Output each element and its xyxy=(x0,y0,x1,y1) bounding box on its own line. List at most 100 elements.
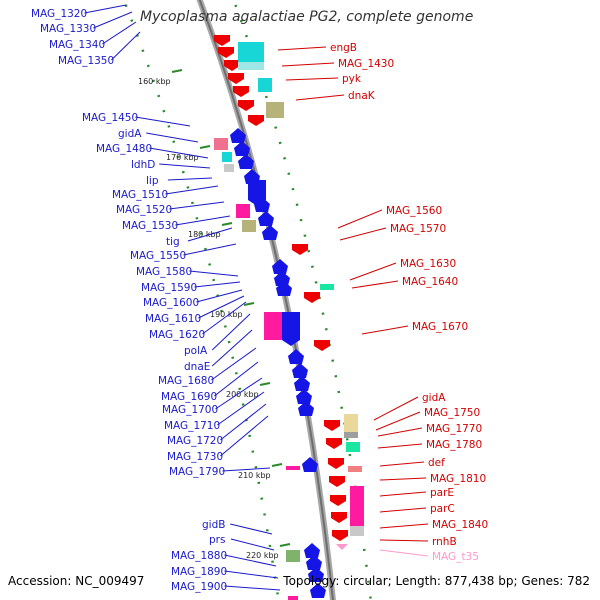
plus-strand-gene-arrow xyxy=(326,438,342,449)
left-gene-label: MAG_1530 xyxy=(122,220,178,232)
left-gene-label: MAG_1890 xyxy=(171,566,227,578)
right-leader-line xyxy=(351,280,399,289)
kbp-scale-label: 170 kbp xyxy=(166,153,199,162)
annotated-gene-block xyxy=(224,164,234,172)
left-leader-line xyxy=(149,147,209,159)
right-gene-label: gidA xyxy=(422,392,446,404)
left-gene-label: prs xyxy=(209,534,225,546)
left-gene-label: tig xyxy=(166,236,180,248)
annotated-gene-block xyxy=(320,284,334,290)
minus-strand-gene-arrow xyxy=(276,281,292,296)
plus-strand-gene-arrow xyxy=(292,244,308,255)
right-leader-line xyxy=(379,491,427,497)
minus-strand-large-gene xyxy=(248,180,266,206)
right-gene-label: def xyxy=(428,457,445,469)
right-leader-line xyxy=(377,443,423,449)
left-leader-line xyxy=(111,31,141,61)
left-gene-label: MAG_1480 xyxy=(96,143,152,155)
annotated-gene-block xyxy=(238,42,264,62)
left-gene-label: polA xyxy=(184,345,208,357)
left-gene-label: ldhD xyxy=(131,159,155,171)
kbp-scale-label: 180 kbp xyxy=(188,230,221,239)
left-leader-line xyxy=(211,347,257,381)
annotated-gene-block xyxy=(346,442,360,452)
left-leader-line xyxy=(217,391,265,426)
annotated-gene-block xyxy=(266,102,284,118)
plus-strand-gene-arrow xyxy=(332,530,348,541)
left-gene-label: MAG_1710 xyxy=(164,420,220,432)
right-gene-label: MAG_1750 xyxy=(424,407,480,419)
minus-strand-gene-arrow xyxy=(302,457,318,472)
left-leader-line xyxy=(167,177,213,181)
left-leader-line xyxy=(159,163,211,169)
left-leader-line xyxy=(93,11,133,29)
right-leader-line xyxy=(337,209,383,229)
left-gene-label: MAG_1690 xyxy=(161,391,217,403)
annotated-gene-block xyxy=(258,78,272,92)
right-gene-label: engB xyxy=(330,42,357,54)
right-leader-line xyxy=(295,94,345,101)
left-leader-line xyxy=(189,270,239,277)
accession-text: Accession: NC_009497 xyxy=(8,574,145,588)
right-leader-line xyxy=(281,62,335,67)
minus-strand-gene-arrow xyxy=(234,141,250,156)
right-gene-label: MAG_1840 xyxy=(432,519,488,531)
right-gene-label: MAG_t35 xyxy=(432,551,479,563)
plus-strand-gene-arrow xyxy=(228,73,244,84)
left-leader-line xyxy=(215,377,263,410)
left-leader-line xyxy=(84,4,127,14)
left-gene-label: MAG_1600 xyxy=(143,297,199,309)
kbp-tick-mark xyxy=(221,222,233,226)
left-leader-line xyxy=(202,301,247,335)
kbp-tick-mark xyxy=(271,463,283,467)
left-gene-label: gidA xyxy=(118,128,142,140)
left-leader-line xyxy=(222,467,271,472)
left-gene-label: MAG_1680 xyxy=(158,375,214,387)
left-gene-label: MAG_1880 xyxy=(171,550,227,562)
right-leader-line xyxy=(379,523,429,529)
minus-strand-gene-arrow xyxy=(230,128,246,143)
left-leader-line xyxy=(224,585,281,591)
minus-strand-gene-arrow xyxy=(274,271,290,286)
right-leader-line xyxy=(379,539,429,542)
genome-title: Mycoplasma agalactiae PG2, complete geno… xyxy=(140,9,474,25)
right-leader-line xyxy=(377,427,423,437)
right-gene-label: MAG_1630 xyxy=(400,258,456,270)
annotated-gene-block xyxy=(242,220,256,232)
plus-strand-gene-arrow xyxy=(218,47,234,58)
minus-strand-gene-arrow xyxy=(298,401,314,416)
annotated-gene-block xyxy=(348,466,362,472)
left-gene-label: MAG_1620 xyxy=(149,329,205,341)
minus-strand-gene-arrow xyxy=(292,363,308,378)
right-leader-line xyxy=(375,411,421,431)
annotated-gene-block xyxy=(214,138,228,150)
right-leader-line xyxy=(339,227,387,241)
kbp-tick-mark xyxy=(259,382,271,386)
right-leader-line xyxy=(379,549,429,557)
right-leader-line xyxy=(277,46,327,51)
left-leader-line xyxy=(214,361,259,397)
right-gene-label: parC xyxy=(430,503,455,515)
minus-strand-gene-arrow xyxy=(288,349,304,364)
right-gene-label: MAG_1430 xyxy=(338,58,394,70)
minus-strand-gene-arrow xyxy=(258,211,274,226)
annotated-gene-block xyxy=(344,414,358,432)
kbp-scale-label: 160 kbp xyxy=(138,77,171,86)
minus-strand-gene-arrow xyxy=(306,555,322,570)
right-gene-label: MAG_1670 xyxy=(412,321,468,333)
right-gene-label: MAG_1810 xyxy=(430,473,486,485)
left-leader-line xyxy=(211,313,251,351)
left-leader-line xyxy=(230,538,275,551)
left-leader-line xyxy=(230,523,273,535)
rna-gene-arrow xyxy=(336,544,348,550)
right-gene-label: MAG_1640 xyxy=(402,276,458,288)
leader-line-layer xyxy=(84,4,429,591)
left-gene-label: MAG_1340 xyxy=(49,39,105,51)
dotted-tick-ring-1 xyxy=(122,0,280,600)
right-leader-line xyxy=(349,262,397,281)
minus-strand-gene-arrow xyxy=(294,376,310,391)
minus-strand-large-gene xyxy=(282,312,300,346)
plus-strand-gene-arrow xyxy=(330,495,346,506)
